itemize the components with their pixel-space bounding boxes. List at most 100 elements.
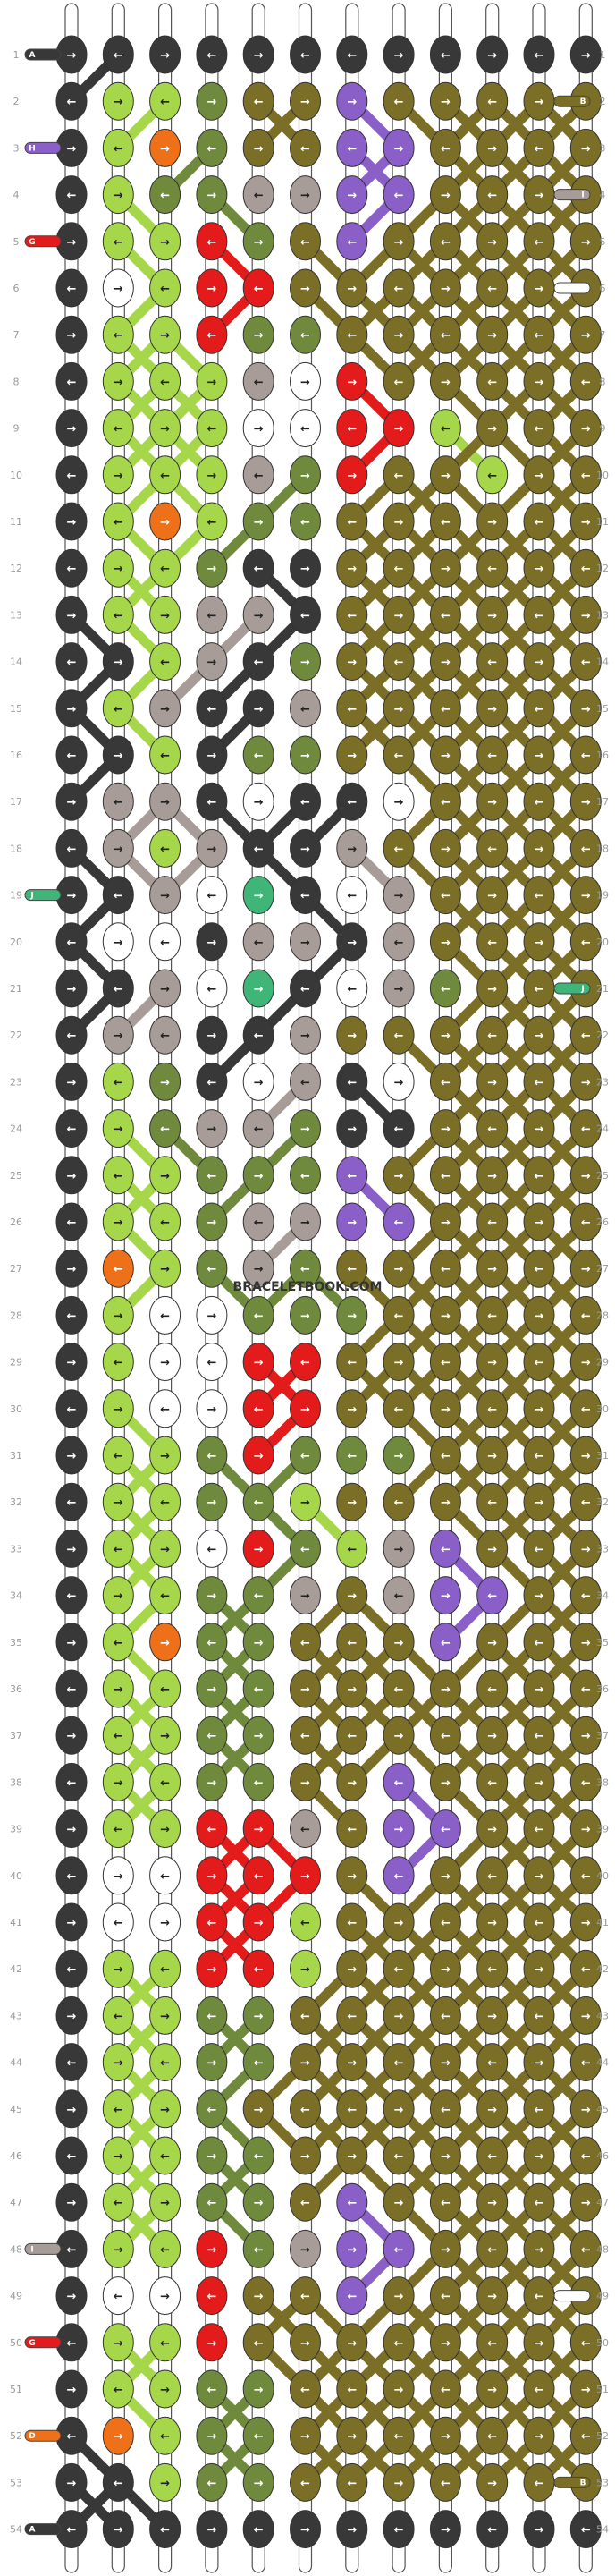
knot: ← (290, 595, 321, 634)
arrow-left-icon: ← (300, 2104, 310, 2117)
knot: ← (429, 969, 461, 1008)
knot: → (429, 1576, 461, 1615)
arrow-right-icon: → (347, 1216, 357, 1230)
row-number-left: 49 (10, 2291, 22, 2302)
row-number-right: 53 (596, 2477, 609, 2488)
arrow-right-icon: → (254, 703, 264, 716)
arrow-left-icon: ← (300, 1917, 310, 1930)
row-number-right: 14 (596, 657, 609, 668)
knot: → (55, 1902, 88, 1942)
knot: → (102, 175, 134, 215)
knot: ← (569, 1015, 602, 1055)
arrow-right-icon: → (160, 1263, 170, 1276)
knot: ← (476, 2323, 509, 2362)
knot: ← (569, 1576, 602, 1615)
arrow-left-icon: ← (441, 1917, 451, 1930)
knot: ← (383, 1576, 415, 1615)
knot: ← (383, 268, 415, 308)
arrow-right-icon: → (160, 329, 170, 343)
knot: → (149, 315, 181, 354)
arrow-right-icon: → (394, 1730, 404, 1743)
arrow-right-icon: → (67, 2291, 77, 2304)
arrow-left-icon: ← (67, 1963, 77, 1977)
knot: → (429, 1949, 461, 1988)
knot: ← (102, 1902, 134, 1942)
knot: ← (336, 1249, 368, 1288)
arrow-left-icon: ← (160, 1216, 170, 1230)
knot: ← (429, 222, 461, 261)
knot: → (523, 1482, 555, 1521)
arrow-left-icon: ← (487, 657, 497, 670)
arrow-right-icon: → (67, 1543, 77, 1556)
arrow-left-icon: ← (347, 2010, 357, 2023)
knot: → (102, 2043, 134, 2082)
row-number-right: 7 (600, 329, 606, 341)
arrow-right-icon: → (67, 1076, 77, 1089)
knot: ← (336, 1343, 368, 1382)
arrow-right-icon: → (441, 1870, 451, 1884)
knot: → (383, 2462, 415, 2502)
knot: → (196, 1202, 228, 1241)
row-number-left: 13 (10, 609, 22, 621)
knot: → (242, 2089, 274, 2129)
arrow-left-icon: ← (114, 796, 123, 809)
knot: ← (429, 595, 461, 634)
arrow-right-icon: → (206, 1123, 216, 1137)
arrow-left-icon: ← (581, 376, 591, 389)
knot: → (569, 782, 602, 821)
arrow-left-icon: ← (441, 1263, 451, 1276)
knot: ← (242, 1015, 274, 1055)
knot: → (55, 969, 88, 1008)
arrow-left-icon: ← (300, 236, 310, 250)
arrow-left-icon: ← (581, 1309, 591, 1323)
knot: ← (476, 2416, 509, 2455)
arrow-right-icon: → (67, 2010, 77, 2023)
knot: ← (196, 1343, 228, 1382)
knot: ← (383, 1389, 415, 1428)
arrow-left-icon: ← (254, 2524, 264, 2538)
arrow-right-icon: → (160, 423, 170, 436)
knot: ← (336, 315, 368, 354)
arrow-left-icon: ← (160, 1683, 170, 1697)
arrow-right-icon: → (160, 1076, 170, 1089)
arrow-left-icon: ← (67, 2430, 77, 2444)
arrow-left-icon: ← (160, 1870, 170, 1884)
arrow-left-icon: ← (347, 329, 357, 343)
arrow-right-icon: → (114, 1216, 123, 1230)
arrow-left-icon: ← (487, 1123, 497, 1137)
arrow-left-icon: ← (300, 2384, 310, 2397)
arrow-left-icon: ← (535, 49, 544, 63)
knot: ← (290, 1716, 321, 1755)
arrow-left-icon: ← (441, 2291, 451, 2304)
arrow-right-icon: → (114, 1309, 123, 1323)
arrow-right-icon: → (441, 283, 451, 296)
knot: ← (336, 969, 368, 1008)
arrow-right-icon: → (114, 657, 123, 670)
row-number-left: 35 (10, 1637, 22, 1648)
knot: → (523, 1762, 555, 1801)
knot: ← (336, 1529, 368, 1568)
arrow-left-icon: ← (114, 1076, 123, 1089)
knot: ← (383, 1482, 415, 1521)
knot: ← (102, 1156, 134, 1195)
knot: ← (336, 1996, 368, 2035)
knot: → (569, 502, 602, 541)
knot: ← (383, 2136, 415, 2175)
knot: → (102, 548, 134, 588)
knot: ← (383, 1762, 415, 1801)
knot: ← (336, 782, 368, 821)
knot: → (290, 361, 321, 401)
knot: ← (476, 1202, 509, 1241)
knot: → (196, 1949, 228, 1988)
arrow-right-icon: → (206, 1309, 216, 1323)
knot: → (290, 1482, 321, 1521)
arrow-left-icon: ← (206, 2291, 216, 2304)
arrow-left-icon: ← (487, 936, 497, 950)
arrow-right-icon: → (347, 2430, 357, 2444)
arrow-left-icon: ← (67, 96, 77, 109)
svg-text:F: F (580, 2292, 586, 2301)
knot: → (242, 1156, 274, 1195)
knot: ← (290, 2462, 321, 2502)
arrow-left-icon: ← (394, 1963, 404, 1977)
arrow-left-icon: ← (487, 1683, 497, 1697)
